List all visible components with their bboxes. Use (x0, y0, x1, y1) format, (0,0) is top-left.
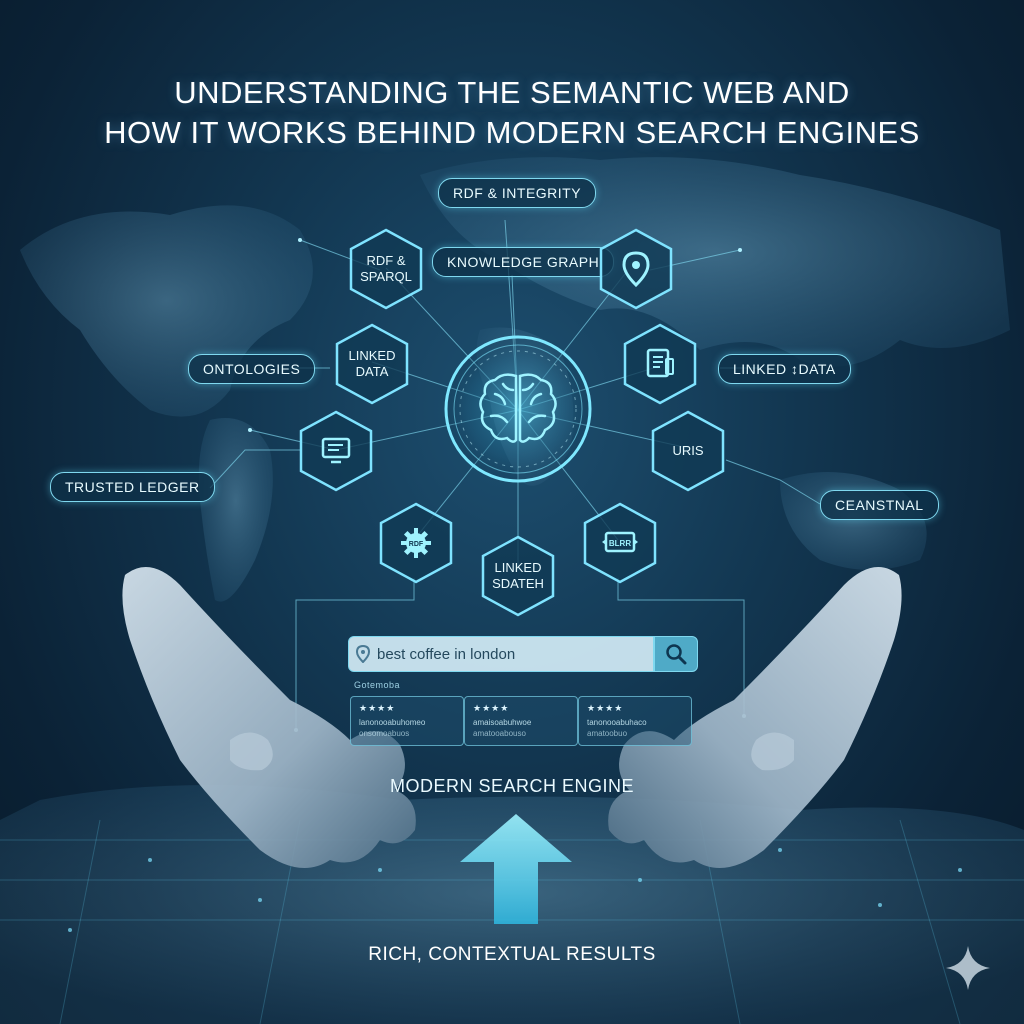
result-subtext: onsomoabuos (359, 729, 410, 738)
result-text: tanonooabuhaco (587, 718, 647, 727)
hex-gear: RDF (378, 502, 454, 584)
search-button[interactable] (654, 636, 698, 672)
hex-monitor (298, 410, 374, 492)
title-line-2: HOW IT WORKS BEHIND MODERN SEARCH ENGINE… (104, 114, 920, 150)
up-arrow-icon (460, 814, 572, 924)
gear-text: RDF (409, 541, 424, 548)
tag-trusted-ledger: TRUSTED LEDGER (50, 472, 215, 502)
tag-ceanstnal: CEANSTNAL (820, 490, 939, 520)
hex-rdf-sparql-line2: SPARQL (360, 269, 412, 284)
result-subtext: amatooabouso (473, 729, 526, 738)
gear-icon: RDF (401, 528, 431, 558)
result-text: lanonooabuhomeo (359, 718, 426, 727)
result-stars: ★★★★ (359, 703, 396, 713)
hex-rdf-sparql-line1: RDF & (366, 253, 406, 268)
hex-linked-data-line2: DATA (355, 364, 389, 379)
result-text: amaisoabuhwoe (473, 718, 532, 727)
hex-linked-sdateh-line2: SDATEH (492, 576, 544, 591)
location-pin-icon (622, 251, 650, 287)
search-icon (666, 644, 687, 665)
result-card[interactable]: ★★★★ amaisoabuhwoe amatooabouso (464, 696, 578, 746)
search-bar (348, 636, 698, 674)
monitor-icon (321, 437, 351, 464)
title-line-1: UNDERSTANDING THE SEMANTIC WEB AND (174, 74, 850, 110)
hex-linked-data-line1: LINKED (348, 348, 396, 363)
page-title: UNDERSTANDING THE SEMANTIC WEB AND HOW I… (0, 73, 1024, 153)
result-card[interactable]: ★★★★ tanonooabuhaco amatoobuo (578, 696, 692, 746)
results-caption: Gotemoba (354, 680, 401, 690)
hex-linked-sdateh-line1: LINKED (494, 560, 542, 575)
brain-icon (444, 335, 592, 483)
hex-location (598, 228, 674, 310)
hex-media: BLRR (582, 502, 658, 584)
hex-document (622, 323, 698, 405)
document-icon (646, 348, 674, 378)
media-text: BLRR (609, 539, 631, 548)
search-input[interactable] (348, 636, 654, 672)
location-pin-icon (356, 645, 370, 663)
hex-rdf-sparql: RDF &SPARQL (348, 228, 424, 310)
hex-uris-label: URIS (672, 443, 704, 458)
tag-rdf-integrity: RDF & INTEGRITY (438, 178, 597, 208)
media-screen-icon: BLRR (602, 531, 638, 553)
tag-knowledge-graph: KNOWLEDGE GRAPH (432, 247, 615, 277)
sparkle-icon (946, 946, 990, 990)
tag-linked-data-right: LINKED ↕DATA (718, 354, 851, 384)
tag-ontologies: ONTOLOGIES (188, 354, 316, 384)
result-card[interactable]: ★★★★ lanonooabuhomeo onsomoabuos (350, 696, 464, 746)
hex-uris: URIS (650, 410, 726, 492)
result-subtext: amatoobuo (587, 729, 628, 738)
modern-search-engine-label: MODERN SEARCH ENGINE (389, 776, 635, 796)
rich-results-label: RICH, CONTEXTUAL RESULTS (368, 944, 656, 965)
result-stars: ★★★★ (473, 703, 510, 713)
result-stars: ★★★★ (587, 703, 624, 713)
